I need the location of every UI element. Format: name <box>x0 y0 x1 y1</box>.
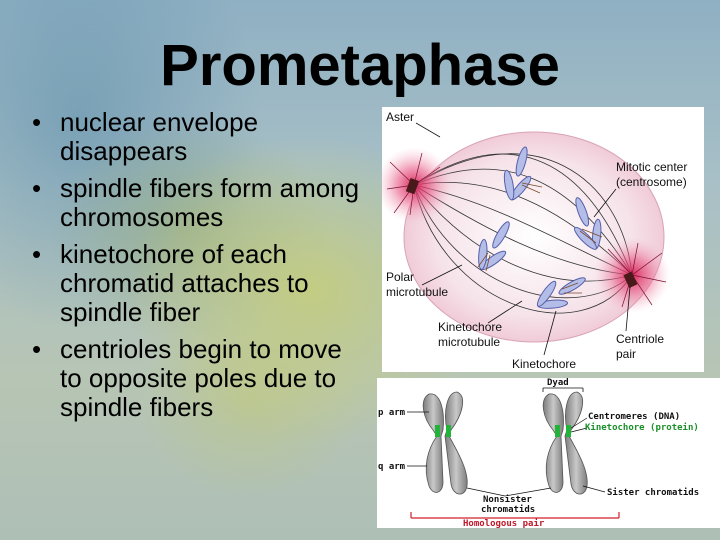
bullet-item: nuclear envelope disappears <box>30 108 360 166</box>
label-p-arm: p arm <box>378 408 406 418</box>
chromosome-right <box>542 391 588 495</box>
kinetochore-fibers <box>477 182 603 294</box>
kinetochore-mark <box>566 425 571 437</box>
slide-title: Prometaphase <box>160 33 560 98</box>
chromosome-diagram: Dyad p arm q arm Centromeres (DNA) Kinet… <box>377 378 720 528</box>
centriole-right <box>623 271 638 289</box>
label-kinetochore-microtubule: microtubule <box>438 335 500 349</box>
label-sister-chromatids: Sister chromatids <box>607 487 699 498</box>
label-kinetochore-mt: Kinetochore <box>438 320 502 334</box>
chromosome-left <box>422 391 468 495</box>
label-polar: Polar <box>386 270 414 284</box>
label-nonsister: Nonsister <box>483 494 532 505</box>
kinetochore-mark <box>446 425 451 437</box>
bullet-item: centrioles begin to move to opposite pol… <box>30 335 360 422</box>
label-mitotic-center: Mitotic center <box>616 160 687 174</box>
chromosomes <box>478 146 602 309</box>
label-polar-microtubule: microtubule <box>386 285 448 299</box>
label-centriole-pair: pair <box>616 347 636 361</box>
label-dyad: Dyad <box>547 378 569 388</box>
bullet-item: spindle fibers form among chromosomes <box>30 174 360 232</box>
leader-lines <box>407 411 606 497</box>
label-q-arm: q arm <box>378 462 406 472</box>
label-nonsister-chromatids: chromatids <box>481 504 535 515</box>
centriole-left <box>405 178 420 195</box>
bullet-item: kinetochore of each chromatid attaches t… <box>30 240 360 327</box>
spindle-diagram-svg: Aster Mitotic center (centrosome) Polar … <box>382 110 687 371</box>
spindle-diagram: Aster Mitotic center (centrosome) Polar … <box>382 107 704 372</box>
label-centromeres: Centromeres (DNA) <box>588 412 680 422</box>
label-kinetochore-protein: Kinetochore (protein) <box>585 422 699 433</box>
homologous-bracket <box>410 512 620 519</box>
leader-lines <box>415 122 631 356</box>
label-centriole: Centriole <box>616 332 664 346</box>
bullet-list: nuclear envelope disappears spindle fibe… <box>30 108 360 430</box>
kinetochore-mark <box>435 425 440 437</box>
label-centrosome: (centrosome) <box>616 175 687 189</box>
label-kinetochore: Kinetochore <box>512 357 576 371</box>
label-homologous-pair: Homologous pair <box>463 518 545 528</box>
kinetochore-mark <box>555 425 560 437</box>
label-aster: Aster <box>386 110 414 124</box>
chromosome-diagram-svg: Dyad p arm q arm Centromeres (DNA) Kinet… <box>378 378 699 528</box>
